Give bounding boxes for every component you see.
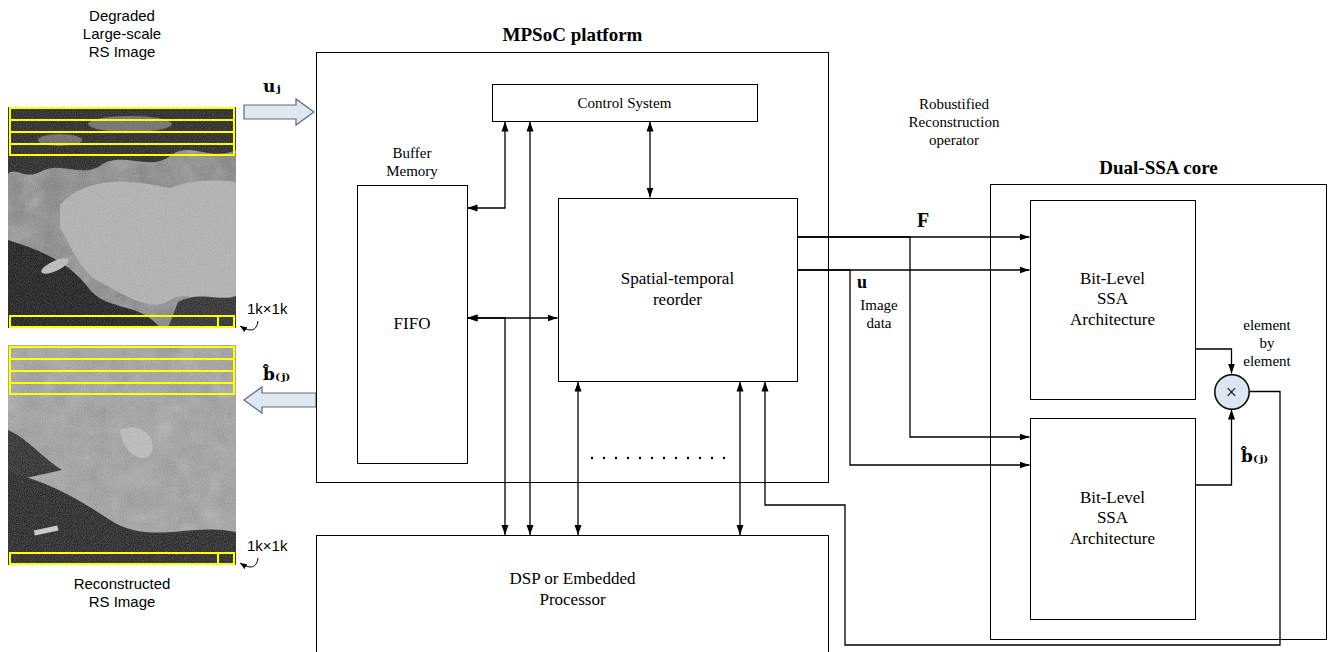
box-label: Bit-Level SSA Architecture: [1067, 488, 1159, 549]
speckle-noise: [8, 107, 236, 328]
annotation: Image data: [856, 296, 902, 332]
edge-label: u: [856, 272, 868, 294]
heading: Reconstructed RS Image: [70, 575, 174, 611]
art-shape: [663, 457, 665, 459]
art-shape: [615, 457, 617, 459]
data-flow-arrow: [244, 387, 316, 413]
edge-label: uⱼ: [262, 76, 282, 96]
ellipsis-dots: [591, 457, 725, 459]
window-strip: [10, 553, 234, 564]
art-shape: [699, 457, 701, 459]
platform-box: MPSoC platformControl SystemBuffer Memor…: [316, 52, 829, 483]
process-box: Bit-Level SSA Architecture: [1030, 200, 1196, 400]
leader-line: [240, 558, 258, 567]
data-flow-arrow: [244, 99, 314, 125]
window-strip: [10, 347, 234, 359]
window-strip: [10, 132, 234, 144]
connector: [468, 122, 506, 209]
window-strip: [10, 371, 234, 383]
buffer-box: Buffer MemoryFIFO: [357, 185, 468, 464]
image-ground: [8, 345, 236, 565]
process-box: Bit-Level SSA Architecture: [1030, 418, 1196, 620]
circle-shape: [1214, 374, 1248, 408]
heading: Buffer Memory: [382, 144, 442, 180]
city-texture: [8, 345, 236, 565]
window-strips: [10, 108, 234, 564]
connector: [739, 382, 740, 536]
leader-line: [240, 321, 258, 330]
connector: [798, 270, 1030, 465]
image-texture: [8, 345, 236, 565]
process-box: Control System: [492, 84, 758, 122]
window-strip: [10, 120, 234, 132]
connectors: [244, 99, 1280, 645]
core-box: Dual-SSA coreBit-Level SSA ArchitectureB…: [990, 184, 1327, 640]
art-shape: [687, 457, 689, 459]
connector: [1196, 349, 1232, 374]
heading: Dual-SSA core: [1049, 157, 1269, 180]
window-block: [218, 553, 234, 564]
art-shape: [639, 457, 641, 459]
art-shape: [675, 457, 677, 459]
box-label: Bit-Level SSA Architecture: [1067, 269, 1159, 330]
art-shape: [711, 457, 713, 459]
edge-label: b̂₍ⱼ₎: [262, 364, 291, 384]
connector: [1196, 410, 1232, 486]
edge-label: F: [916, 208, 930, 232]
heading: MPSoC platform: [463, 24, 683, 47]
connector: [765, 382, 1280, 646]
window-strip: [10, 383, 234, 394]
window-strip: [10, 316, 234, 327]
art-shape: [591, 457, 593, 459]
annotation: b̂₍ⱼ₎: [1240, 446, 1269, 466]
image-panel: Reconstructed RS Image: [8, 345, 236, 565]
image-ground: [8, 107, 236, 328]
annotation: 1k×1k: [246, 300, 288, 318]
connector: [529, 122, 530, 536]
connector: [577, 382, 578, 536]
image-panel: Degraded Large-scale RS Image: [8, 107, 236, 328]
window-strip: [10, 108, 234, 120]
window-strip: [10, 359, 234, 371]
art-shape: [603, 457, 605, 459]
connector: [468, 318, 506, 535]
box-label: ×: [1226, 382, 1237, 402]
window-block: [218, 316, 234, 327]
reconstructed-image: [8, 345, 236, 565]
box-label: Control System: [578, 94, 672, 112]
art-shape: [627, 457, 629, 459]
window-strip: [10, 144, 234, 155]
process-box: Spatial-temporal reorder: [558, 198, 798, 382]
multiplier-circle: ×: [1214, 374, 1250, 410]
annotation: element by element: [1238, 316, 1296, 370]
art-shape: [651, 457, 653, 459]
image-texture: [8, 107, 236, 328]
degraded-image: [8, 107, 236, 328]
annotation: 1k×1k: [246, 537, 288, 555]
processor-box: DSP or Embedded Processor: [316, 535, 829, 652]
box-label: FIFO: [394, 314, 431, 334]
connector: [798, 237, 1030, 437]
box-label: Spatial-temporal reorder: [613, 269, 743, 310]
heading: Degraded Large-scale RS Image: [77, 7, 167, 61]
annotation: Robustified Reconstruction operator: [905, 95, 1003, 149]
box-label: DSP or Embedded Processor: [498, 569, 648, 610]
art-shape: [723, 457, 725, 459]
connector: [649, 122, 650, 198]
